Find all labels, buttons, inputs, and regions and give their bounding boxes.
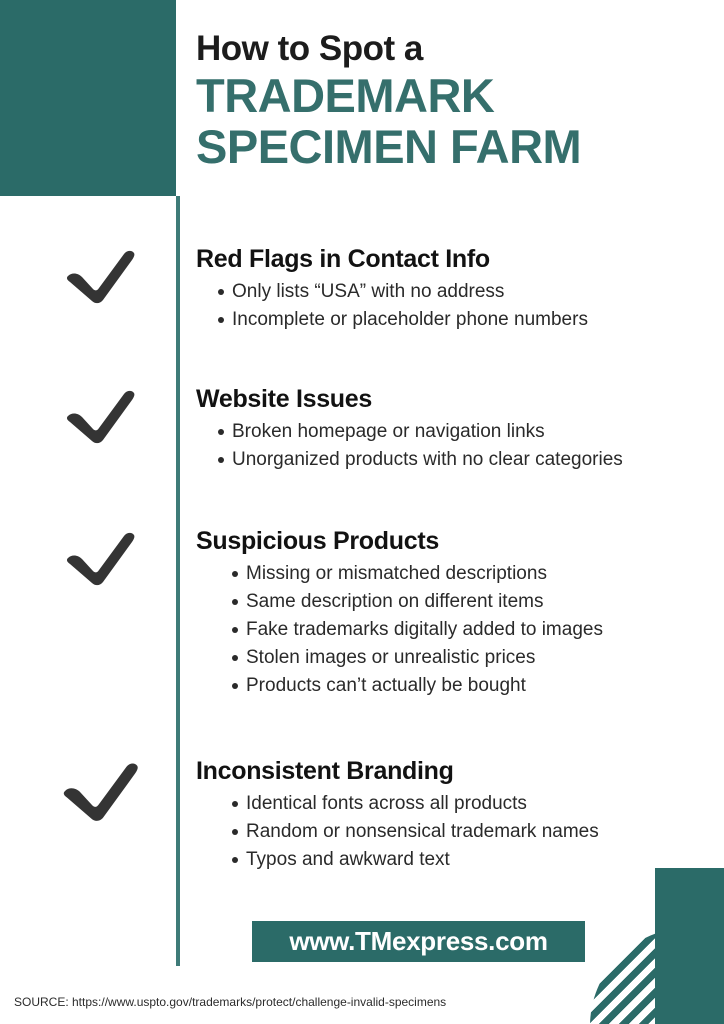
list-item: Fake trademarks digitally added to image…: [196, 616, 708, 644]
bullet-dot-icon: [232, 683, 238, 690]
section-heading: Red Flags in Contact Info: [196, 245, 490, 273]
bullet-dot-icon: [218, 457, 224, 464]
list-item: Broken homepage or navigation links: [196, 418, 708, 446]
section-body: Suspicious Products Missing or mismatche…: [196, 526, 708, 701]
section-body: Red Flags in Contact Info Only lists “US…: [196, 244, 708, 334]
bullet-list: Only lists “USA” with no address Incompl…: [196, 278, 708, 334]
list-item: Unorganized products with no clear categ…: [196, 446, 708, 474]
section-body: Inconsistent Branding Identical fonts ac…: [196, 756, 708, 874]
list-item-label: Identical fonts across all products: [246, 793, 527, 814]
list-item-label: Fake trademarks digitally added to image…: [246, 619, 603, 641]
list-item-label: Broken homepage or navigation links: [232, 421, 545, 442]
list-item: Incomplete or placeholder phone numbers: [196, 306, 708, 334]
list-item-label: Missing or mismatched descriptions: [246, 563, 547, 584]
list-item: Missing or mismatched descriptions: [196, 560, 708, 588]
bullet-list: Identical fonts across all products Rand…: [196, 790, 708, 874]
bullet-list: Missing or mismatched descriptions Same …: [196, 560, 708, 701]
section-body: Website Issues Broken homepage or naviga…: [196, 384, 708, 474]
list-item-label: Products can’t actually be bought: [246, 675, 526, 697]
website-url-label: www.TMexpress.com: [289, 926, 548, 956]
checkmark-icon: [58, 756, 142, 824]
vertical-divider-line: [176, 196, 180, 966]
list-item: Stolen images or unrealistic prices: [196, 644, 708, 672]
section-heading: Inconsistent Branding: [196, 757, 454, 785]
bullet-dot-icon: [232, 571, 238, 577]
bullet-dot-icon: [232, 599, 238, 606]
bullet-dot-icon: [218, 289, 224, 295]
list-item-label: Incomplete or placeholder phone numbers: [232, 309, 588, 331]
bullet-dot-icon: [232, 627, 238, 634]
teal-block-bottom-right: [655, 868, 724, 1024]
source-citation: SOURCE: https://www.uspto.gov/trademarks…: [14, 995, 447, 1009]
title-line-1: How to Spot a: [196, 29, 423, 68]
title-line-3: SPECIMEN FARM: [196, 120, 582, 174]
bullet-dot-icon: [218, 317, 224, 324]
bullet-dot-icon: [232, 857, 238, 864]
bullet-dot-icon: [218, 429, 224, 435]
list-item: Only lists “USA” with no address: [196, 278, 708, 306]
list-item-label: Only lists “USA” with no address: [232, 281, 505, 302]
list-item-label: Unorganized products with no clear categ…: [232, 449, 623, 471]
list-item: Same description on different items: [196, 588, 708, 616]
title-line-2: TRADEMARK: [196, 68, 495, 122]
section-heading: Suspicious Products: [196, 527, 439, 555]
poster-title: How to Spot a TRADEMARK SPECIMEN FARM: [196, 29, 706, 174]
list-item-label: Stolen images or unrealistic prices: [246, 647, 536, 669]
list-item-label: Same description on different items: [246, 591, 544, 613]
list-item-label: Random or nonsensical trademark names: [246, 821, 599, 843]
bullet-dot-icon: [232, 829, 238, 836]
bullet-list: Broken homepage or navigation links Unor…: [196, 418, 708, 474]
checkmark-icon: [62, 526, 138, 588]
bullet-dot-icon: [232, 655, 238, 662]
teal-block-top-left: [0, 0, 176, 196]
list-item: Random or nonsensical trademark names: [196, 818, 708, 846]
list-item: Products can’t actually be bought: [196, 672, 708, 700]
list-item-label: Typos and awkward text: [246, 849, 450, 871]
checkmark-icon: [62, 244, 138, 306]
website-url-banner[interactable]: www.TMexpress.com: [252, 921, 585, 962]
list-item: Typos and awkward text: [196, 846, 708, 874]
list-item: Identical fonts across all products: [196, 790, 708, 818]
checkmark-icon: [62, 384, 138, 446]
section-heading: Website Issues: [196, 385, 372, 413]
bullet-dot-icon: [232, 801, 238, 807]
